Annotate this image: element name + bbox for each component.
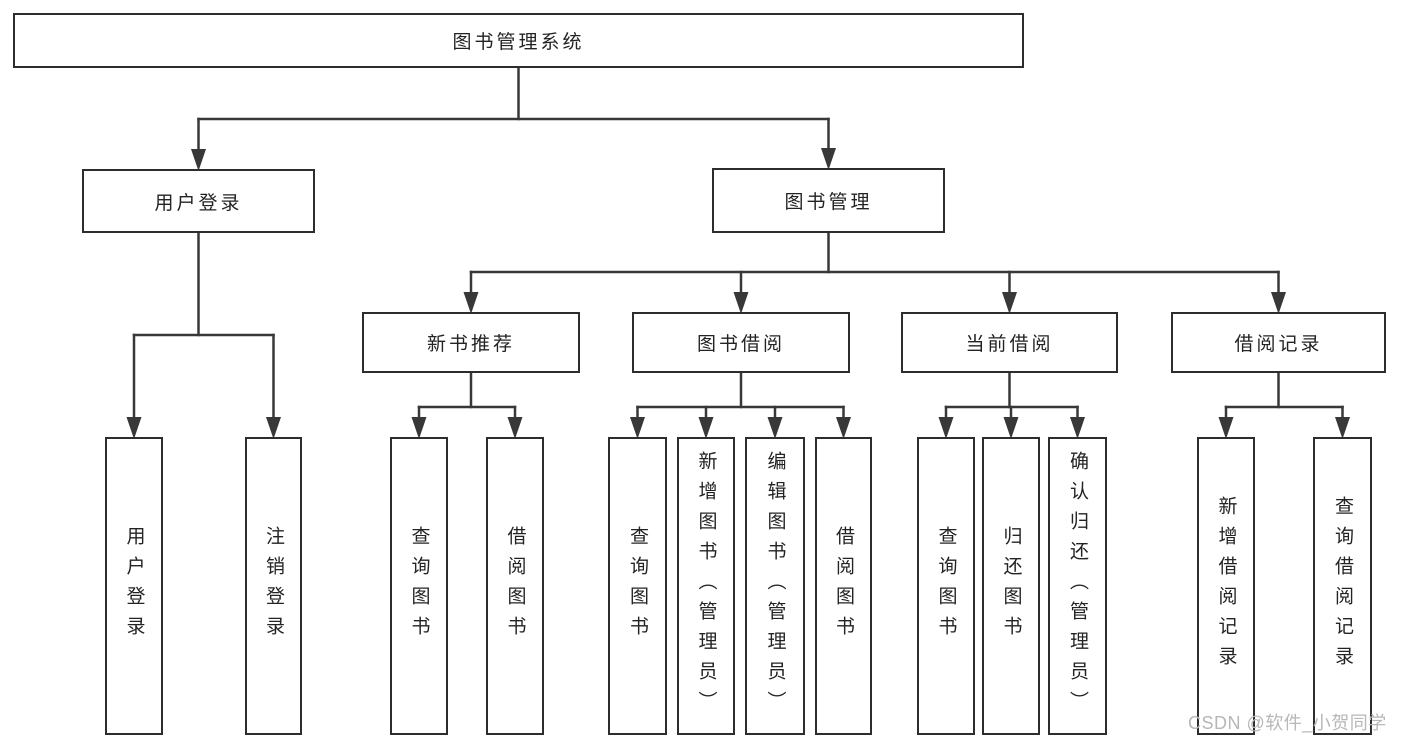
edge-arrow-nb-borrow [507, 417, 523, 439]
node-label: 图书借阅 [696, 334, 785, 355]
node-label: 用户登录 [154, 192, 243, 214]
node-label: 图书管理 [784, 192, 873, 213]
edge-arrow-bb-add [698, 417, 714, 439]
node-user-login: 用户登录 [82, 169, 315, 233]
edge-arrow-user-login [191, 149, 206, 171]
edge-arrow-bb-edit [767, 417, 783, 439]
node-cb-query: 查询图书 [917, 437, 975, 735]
watermark: CSDN @软件_小贺同学 [1188, 713, 1387, 733]
node-book-borrow: 图书借阅 [632, 312, 850, 373]
node-label: 查询图书 [627, 526, 648, 646]
node-cb-confirm: 确认归还（管理员） [1048, 437, 1107, 735]
node-label: 当前借阅 [965, 334, 1054, 355]
edge-arrow-cb-return [1003, 417, 1019, 439]
node-label: 确认归还（管理员） [1067, 451, 1088, 721]
edge-arrow-login-action [126, 417, 142, 439]
node-cb-return: 归还图书 [982, 437, 1040, 735]
node-label: 新增图书（管理员） [695, 451, 717, 721]
node-current-borrow: 当前借阅 [901, 312, 1118, 373]
edge-arrow-rec-add [1218, 417, 1234, 439]
node-rec-add: 新增借阅记录 [1197, 437, 1255, 735]
edge-arrow-new-books [463, 292, 479, 314]
node-logout-action: 注销登录 [245, 437, 302, 735]
node-root: 图书管理系统 [13, 13, 1024, 68]
node-nb-query: 查询图书 [390, 437, 448, 735]
edge-arrow-cb-query [938, 417, 954, 439]
edge-arrow-rec-query [1335, 417, 1350, 439]
node-borrow-records: 借阅记录 [1171, 312, 1386, 373]
node-label: 注销登录 [263, 526, 284, 646]
node-label: 查询借阅记录 [1332, 496, 1353, 676]
edge-arrow-current-borrow [1002, 292, 1017, 314]
node-label: 借阅记录 [1234, 334, 1323, 355]
edge-arrow-book-mgmt [821, 148, 836, 170]
node-label: 查询图书 [408, 526, 430, 646]
edge-arrow-borrow-records [1271, 292, 1286, 314]
node-label: 归还图书 [1000, 526, 1022, 646]
node-rec-query: 查询借阅记录 [1313, 437, 1372, 735]
node-bb-add: 新增图书（管理员） [677, 437, 735, 735]
node-label: 借阅图书 [833, 526, 854, 646]
node-label: 编辑图书（管理员） [764, 451, 786, 721]
edge-arrow-bb-borrow [836, 417, 851, 439]
node-book-mgmt: 图书管理 [712, 168, 945, 233]
node-bb-edit: 编辑图书（管理员） [745, 437, 805, 735]
node-login-action: 用户登录 [105, 437, 163, 735]
node-bb-query: 查询图书 [608, 437, 667, 735]
node-label: 借阅图书 [504, 526, 526, 646]
node-bb-borrow: 借阅图书 [815, 437, 872, 735]
node-nb-borrow: 借阅图书 [486, 437, 544, 735]
edge-arrow-cb-confirm [1070, 417, 1085, 439]
edge-arrow-book-borrow [733, 292, 749, 314]
node-label: 新增借阅记录 [1215, 496, 1237, 676]
node-label: 新书推荐 [426, 334, 515, 355]
edge-arrow-bb-query [630, 417, 645, 439]
edge-arrow-nb-query [411, 417, 427, 439]
node-label: 用户登录 [123, 526, 145, 646]
node-new-books: 新书推荐 [362, 312, 580, 373]
node-label: 图书管理系统 [452, 32, 585, 53]
node-label: 查询图书 [935, 526, 957, 646]
edge-arrow-logout-action [266, 417, 281, 439]
